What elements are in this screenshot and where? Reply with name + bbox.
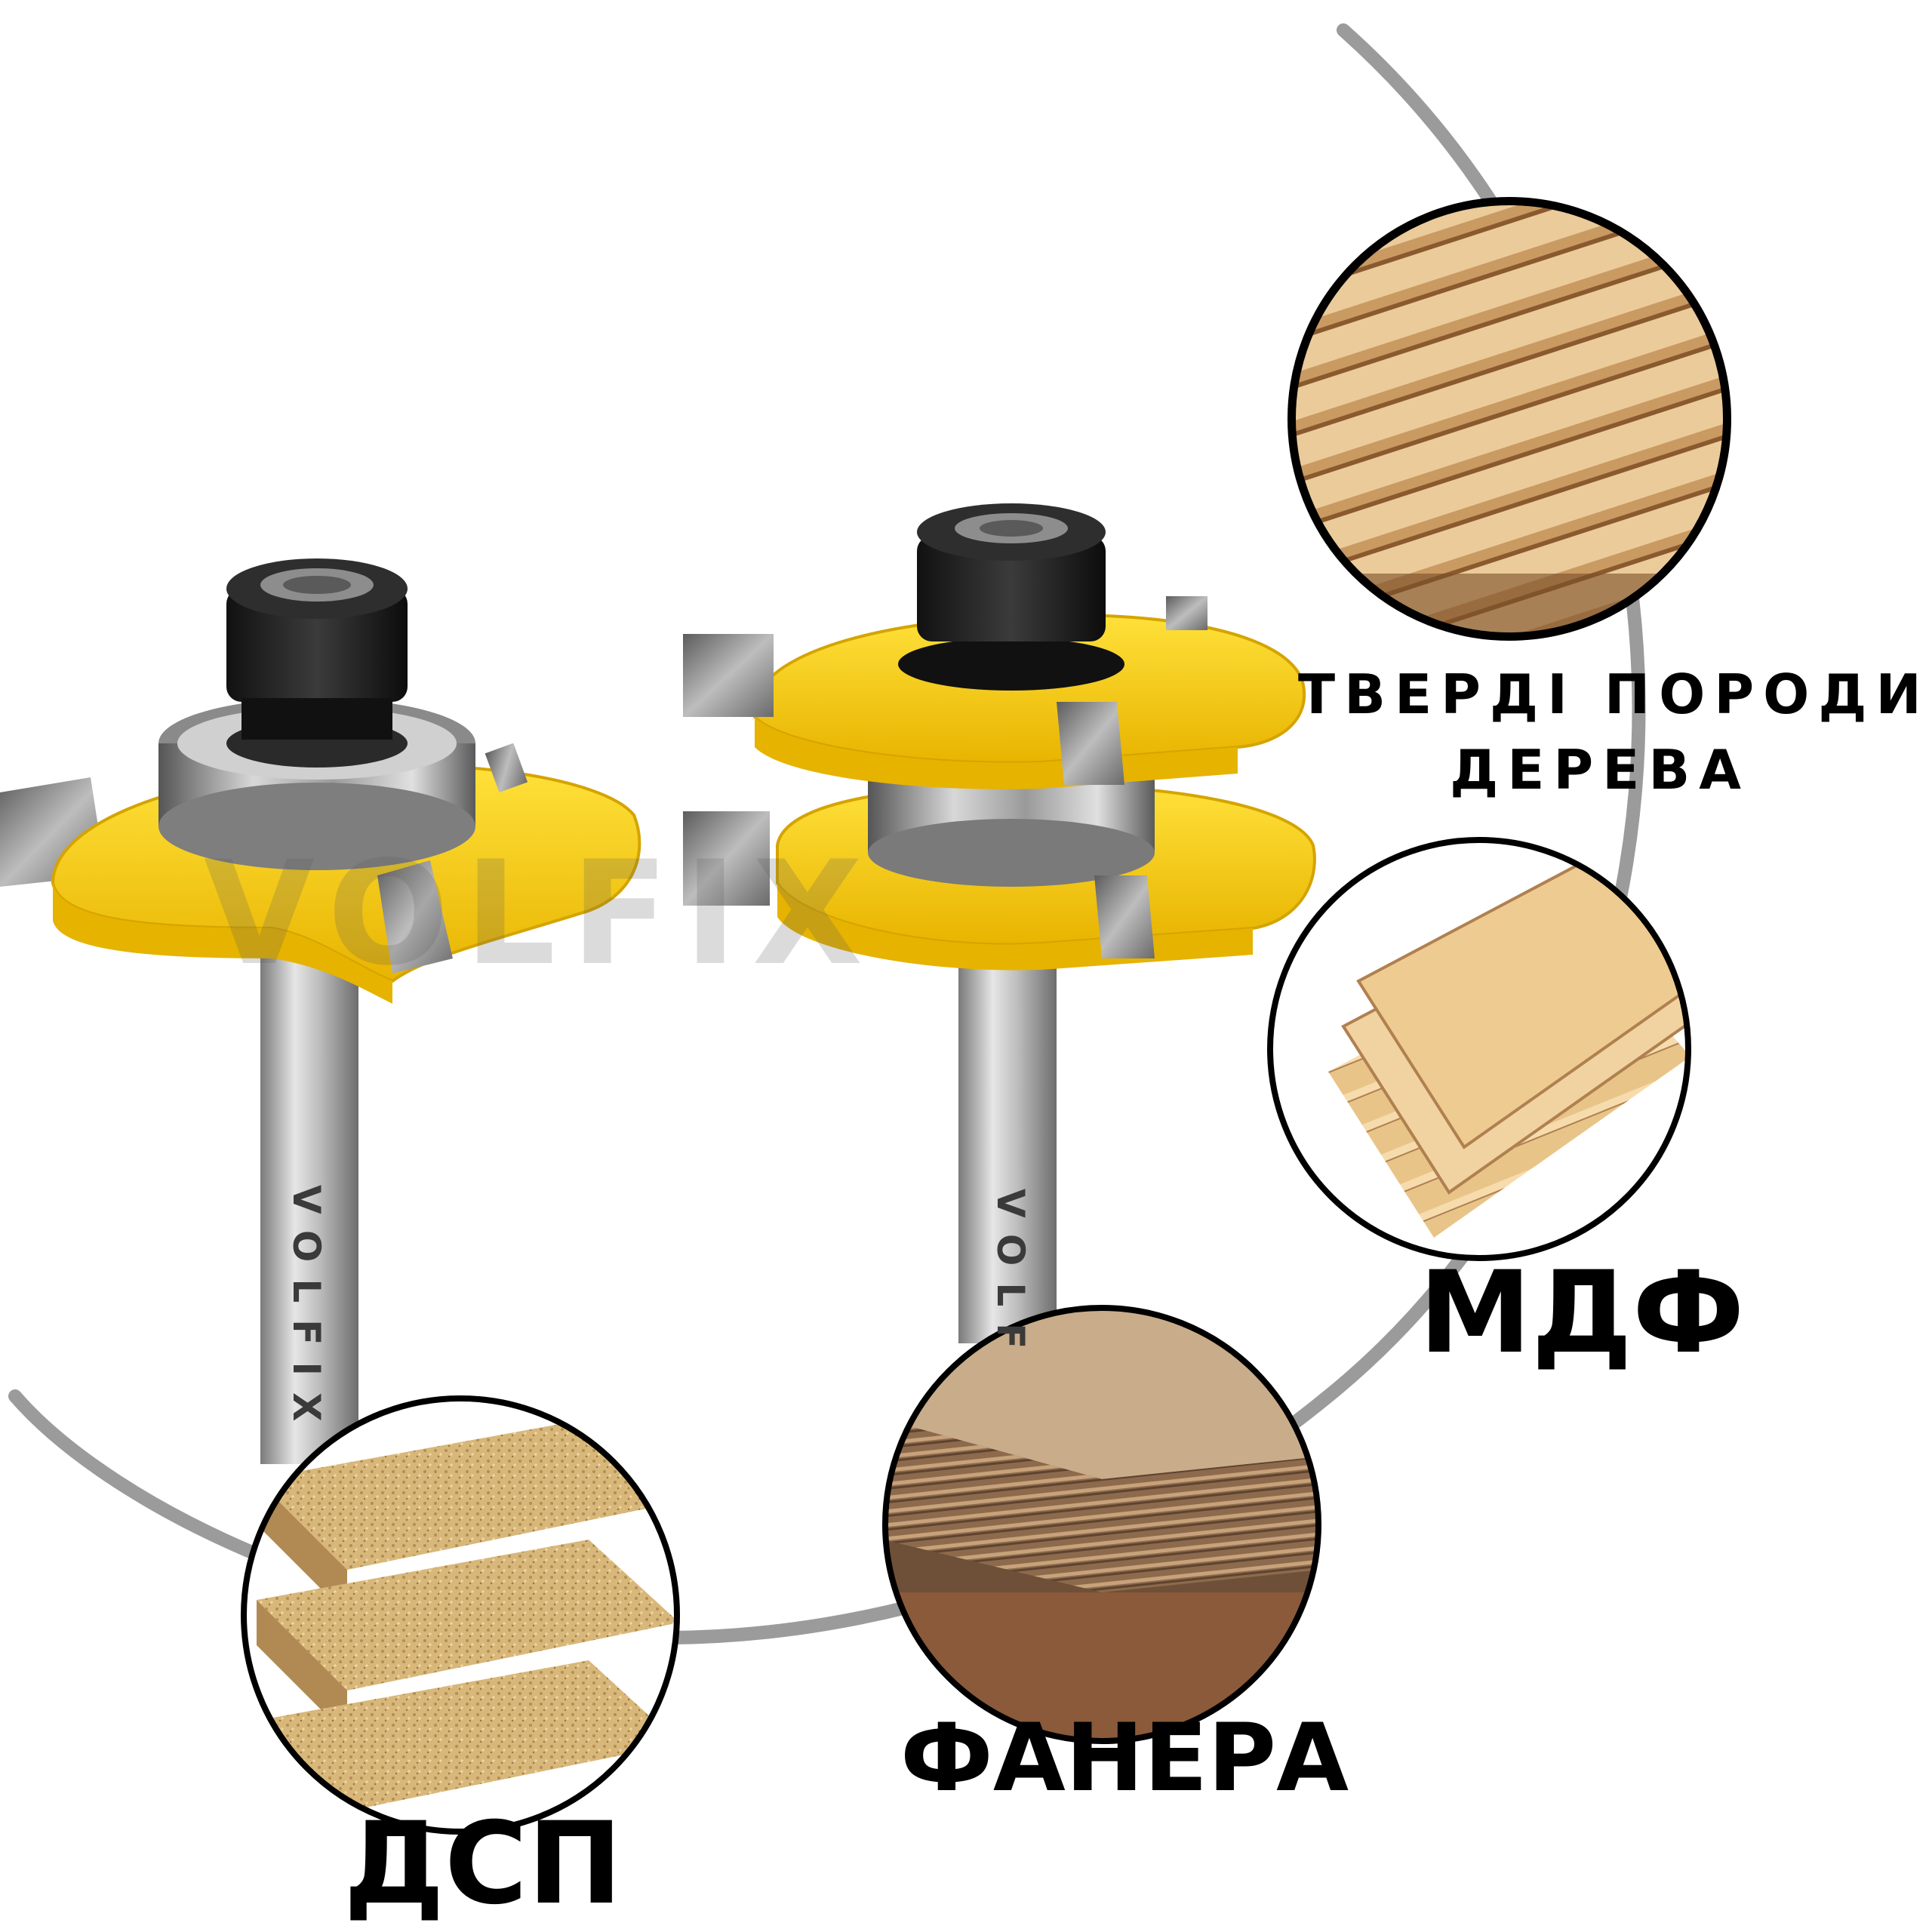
label-hardwood: ТВЕРДІ ПОРОДИ ДЕРЕВА — [1298, 657, 1930, 808]
material-image-chipboard — [241, 1395, 680, 1835]
label-mdf: МДФ — [1419, 1247, 1745, 1379]
label-hardwood-line1: ТВЕРДІ ПОРОДИ — [1298, 663, 1930, 726]
shank-brand-right: VOLF — [989, 1189, 1032, 1366]
material-image-plywood — [882, 1305, 1321, 1744]
brand-watermark: VOLFIX — [204, 830, 878, 997]
label-plywood: ФАНЕРА — [900, 1704, 1349, 1813]
shank-left — [260, 921, 358, 1464]
shank-right — [958, 906, 1057, 1343]
label-hardwood-line2: ДЕРЕВА — [1450, 738, 1750, 801]
label-chipboard: ДСП — [343, 1798, 623, 1930]
shank-brand-left: VOLFIX — [285, 1185, 328, 1438]
router-bit-left — [0, 558, 641, 1464]
material-image-hardwood — [1287, 197, 1731, 641]
material-image-mdf — [1267, 837, 1691, 1261]
router-bit-right — [683, 503, 1316, 1343]
